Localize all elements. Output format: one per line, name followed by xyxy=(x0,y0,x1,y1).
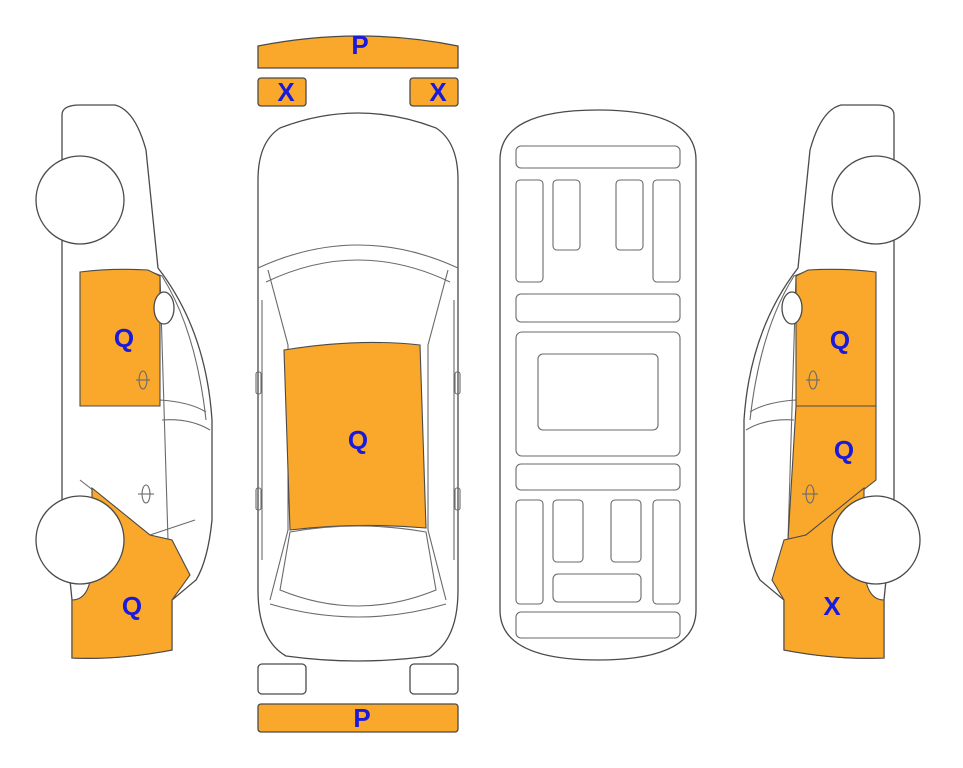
right-belt-line xyxy=(749,399,797,413)
rear-parts: P xyxy=(257,663,459,733)
left-mirror xyxy=(153,291,175,325)
headlight-right-panel[interactable] xyxy=(409,77,459,107)
under-seat-rr-outer xyxy=(652,499,681,605)
left-front-wheel xyxy=(35,155,125,245)
under-center-panel xyxy=(537,353,659,431)
top-rear-window xyxy=(279,525,437,607)
right-rear-wheel xyxy=(831,495,921,585)
rear-bumper-code: P xyxy=(353,703,370,733)
car-left-side-view: Q Q xyxy=(35,104,213,659)
under-rear-bar xyxy=(515,611,681,639)
headlight-right-code: X xyxy=(429,77,447,107)
roof-code: Q xyxy=(348,425,368,455)
under-seat-fl-outer xyxy=(515,179,544,283)
top-mirror-left xyxy=(255,371,262,395)
right-rear-door-code: Q xyxy=(834,435,854,465)
car-right-side-view: Q Q X xyxy=(743,104,921,659)
taillight-left xyxy=(257,663,307,695)
left-front-door-code: Q xyxy=(114,323,134,353)
left-rear-wheel xyxy=(35,495,125,585)
under-seat-rl xyxy=(552,499,584,563)
top-windshield-inner xyxy=(265,259,451,283)
top-handle-right xyxy=(454,487,461,511)
right-handle-rear xyxy=(802,484,818,504)
under-mid-bar-2 xyxy=(515,463,681,491)
headlight-left-panel[interactable] xyxy=(257,77,307,107)
headlight-left-code: X xyxy=(277,77,295,107)
right-front-door-code: Q xyxy=(830,325,850,355)
car-top-view: Q xyxy=(255,112,461,662)
left-rear-glass xyxy=(145,269,207,421)
car-underside-view xyxy=(499,109,697,661)
right-rear-glass xyxy=(749,269,811,421)
top-handle-left xyxy=(255,487,262,511)
under-seat-rl-outer xyxy=(515,499,544,605)
left-belt-line-2 xyxy=(161,419,211,431)
rear-bumper-panel[interactable] xyxy=(257,703,459,733)
under-seat-fr-outer xyxy=(652,179,681,283)
left-rear-quarter-code: Q xyxy=(122,591,142,621)
right-belt-line-2 xyxy=(745,419,795,431)
front-parts: P X X xyxy=(257,30,459,107)
under-seat-fr xyxy=(615,179,644,251)
front-bumper-panel[interactable] xyxy=(257,35,459,69)
under-mid-bar-1 xyxy=(515,293,681,323)
under-seat-rr xyxy=(610,499,642,563)
right-rear-quarter-code: X xyxy=(823,591,841,621)
under-center-frame xyxy=(515,331,681,457)
under-seat-fl xyxy=(552,179,581,251)
right-front-door-panel[interactable] xyxy=(795,268,877,407)
left-belt-line xyxy=(159,399,207,413)
right-handle-front xyxy=(806,370,820,390)
top-cabin-right xyxy=(427,269,449,601)
roof-panel[interactable] xyxy=(283,341,427,531)
taillight-right xyxy=(409,663,459,695)
top-mirror-right xyxy=(454,371,461,395)
left-handle-front xyxy=(136,370,150,390)
left-handle-rear xyxy=(138,484,154,504)
left-front-door-panel[interactable] xyxy=(79,268,161,407)
right-mirror xyxy=(781,291,803,325)
right-front-wheel xyxy=(831,155,921,245)
under-rear-bench xyxy=(552,573,642,603)
top-windshield-line xyxy=(257,244,459,269)
top-trunk-line xyxy=(269,603,447,618)
front-bumper-code: P xyxy=(351,30,368,60)
under-front-bar xyxy=(515,145,681,169)
underside-outline xyxy=(499,109,697,661)
